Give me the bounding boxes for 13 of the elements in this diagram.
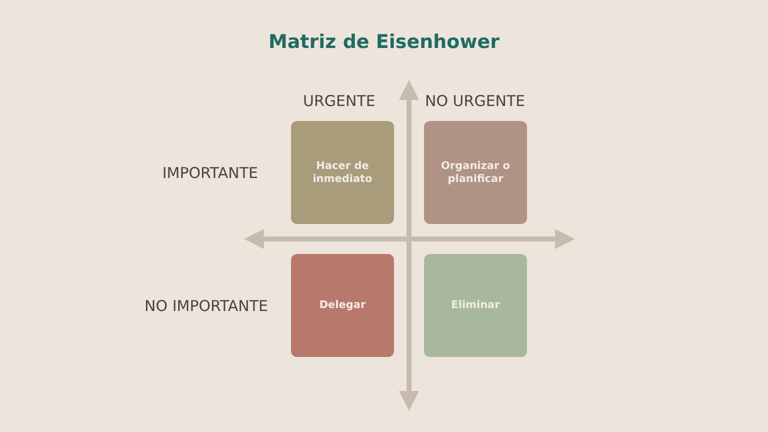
axis-label: NO URGENTE <box>425 92 526 110</box>
quadrant-label: Delegar <box>318 299 367 312</box>
axis-label: URGENTE <box>303 92 376 110</box>
quadrant-label: Organizar o planificar <box>440 160 512 186</box>
axis-label: NO IMPORTANTE <box>144 297 268 315</box>
title: Matriz de Eisenhower <box>267 31 501 53</box>
quadrant-box <box>424 254 527 357</box>
axis-label: IMPORTANTE <box>162 164 258 182</box>
quadrant-box <box>424 121 527 224</box>
quadrant-box <box>291 254 394 357</box>
quadrant-label: Eliminar <box>450 299 501 312</box>
quadrant-label: Hacer de inmediato <box>312 160 374 186</box>
quadrant-box <box>291 121 394 224</box>
